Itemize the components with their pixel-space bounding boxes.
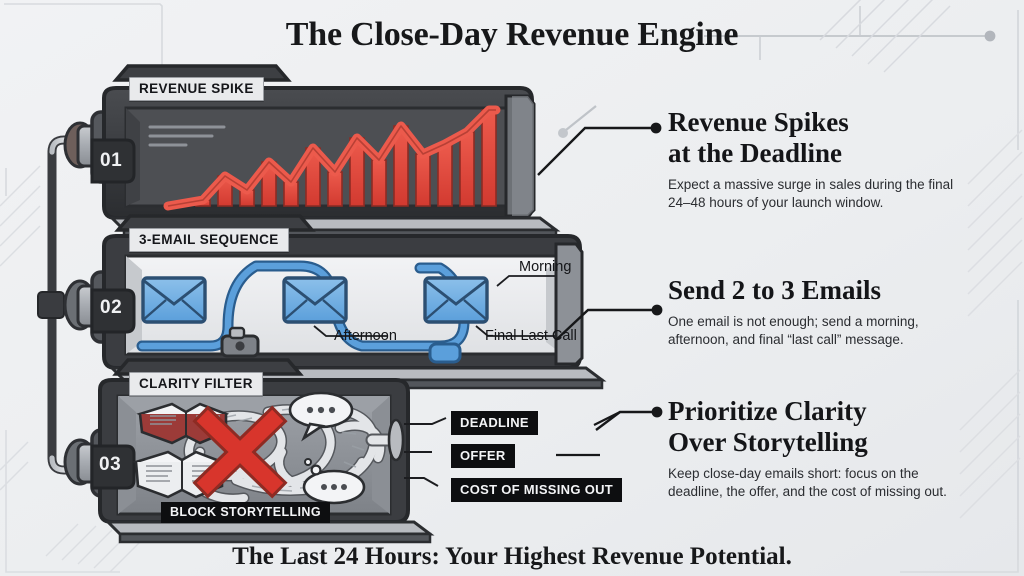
output-tag-deadline: DEADLINE: [451, 411, 538, 435]
callout-revenue-spikes: Revenue Spikes at the Deadline Expect a …: [668, 107, 998, 212]
speech-bubble-icon-1: [288, 391, 354, 442]
callout-connector-dots: [650, 122, 663, 418]
envelope-label-final-last-call: Final Last Call: [485, 328, 577, 344]
block-x-icon: [192, 405, 288, 499]
callout-heading-2: Send 2 to 3 Emails: [668, 275, 882, 305]
callout-body-2: One email is not enough; send a morning,…: [668, 314, 919, 347]
envelope-label-morning: Morning: [519, 259, 572, 275]
module-number-01: 01: [100, 150, 123, 171]
module-02-housing: [63, 214, 607, 390]
footer-caption: The Last 24 Hours: Your Highest Revenue …: [232, 543, 792, 570]
module-number-02: 02: [100, 297, 123, 318]
callout-prioritize-clarity: Prioritize Clarity Over Storytelling Kee…: [668, 396, 998, 501]
module-label-revenue-spike: REVENUE SPIKE: [129, 77, 264, 101]
module-03-housing: [63, 358, 447, 544]
envelope-icon-1: [141, 276, 207, 324]
envelope-icon-2: [282, 276, 348, 324]
page-title: The Close-Day Revenue Engine: [285, 16, 739, 53]
open-book-icon-2: [132, 450, 226, 499]
envelope-label-afternoon: Afternoon: [334, 328, 397, 344]
envelope-icon-3: [423, 276, 489, 324]
block-storytelling-tag: BLOCK STORYTELLING: [161, 502, 330, 523]
module-label-clarity-filter: CLARITY FILTER: [129, 372, 263, 396]
module-number-03: 03: [99, 454, 122, 475]
module-label-email-sequence: 3-EMAIL SEQUENCE: [129, 228, 289, 252]
callout-heading-3: Prioritize Clarity Over Storytelling: [668, 396, 868, 457]
output-tag-offer: OFFER: [451, 444, 515, 468]
callout-body-3: Keep close-day emails short: focus on th…: [668, 466, 947, 499]
callout-body-1: Expect a massive surge in sales during t…: [668, 177, 954, 210]
speech-bubble-icon-2: [302, 458, 366, 505]
callout-send-emails: Send 2 to 3 Emails One email is not enou…: [668, 275, 998, 349]
callout-heading-1: Revenue Spikes at the Deadline: [668, 107, 849, 168]
revenue-spike-chart: [150, 110, 496, 206]
output-tag-cost-of-missing-out: COST OF MISSING OUT: [451, 478, 623, 502]
